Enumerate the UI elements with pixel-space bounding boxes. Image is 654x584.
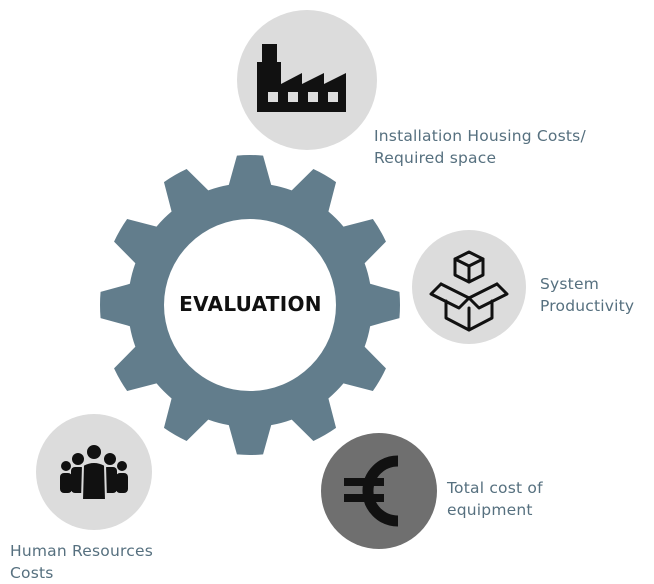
evaluation-title: EVALUATION — [179, 292, 322, 316]
factory-label-line-1: Installation Housing Costs/ — [374, 127, 586, 145]
human-resources-label-line-1: Human Resources — [10, 542, 153, 560]
human-resources-label-line-2: Costs — [10, 564, 54, 582]
productivity-label: System Productivity — [540, 273, 634, 317]
boxes-node — [412, 230, 526, 344]
equipment-label: Total cost of equipment — [447, 477, 543, 521]
factory-label-line-2: Required space — [374, 149, 497, 167]
productivity-label-line-1: System — [540, 275, 599, 293]
factory-node — [237, 10, 377, 150]
boxes-icon — [429, 250, 509, 332]
productivity-label-line-2: Productivity — [540, 297, 635, 315]
factory-label: Installation Housing Costs/ Required spa… — [374, 125, 586, 169]
people-node — [36, 414, 152, 530]
equipment-label-line-2: equipment — [447, 501, 533, 519]
human-resources-label: Human Resources Costs — [10, 540, 153, 584]
factory-icon — [257, 44, 346, 112]
euro-icon — [344, 455, 399, 527]
equipment-label-line-1: Total cost of — [447, 479, 543, 497]
euro-node — [321, 433, 437, 549]
people-icon — [60, 443, 128, 501]
gear-shape — [99, 154, 401, 456]
